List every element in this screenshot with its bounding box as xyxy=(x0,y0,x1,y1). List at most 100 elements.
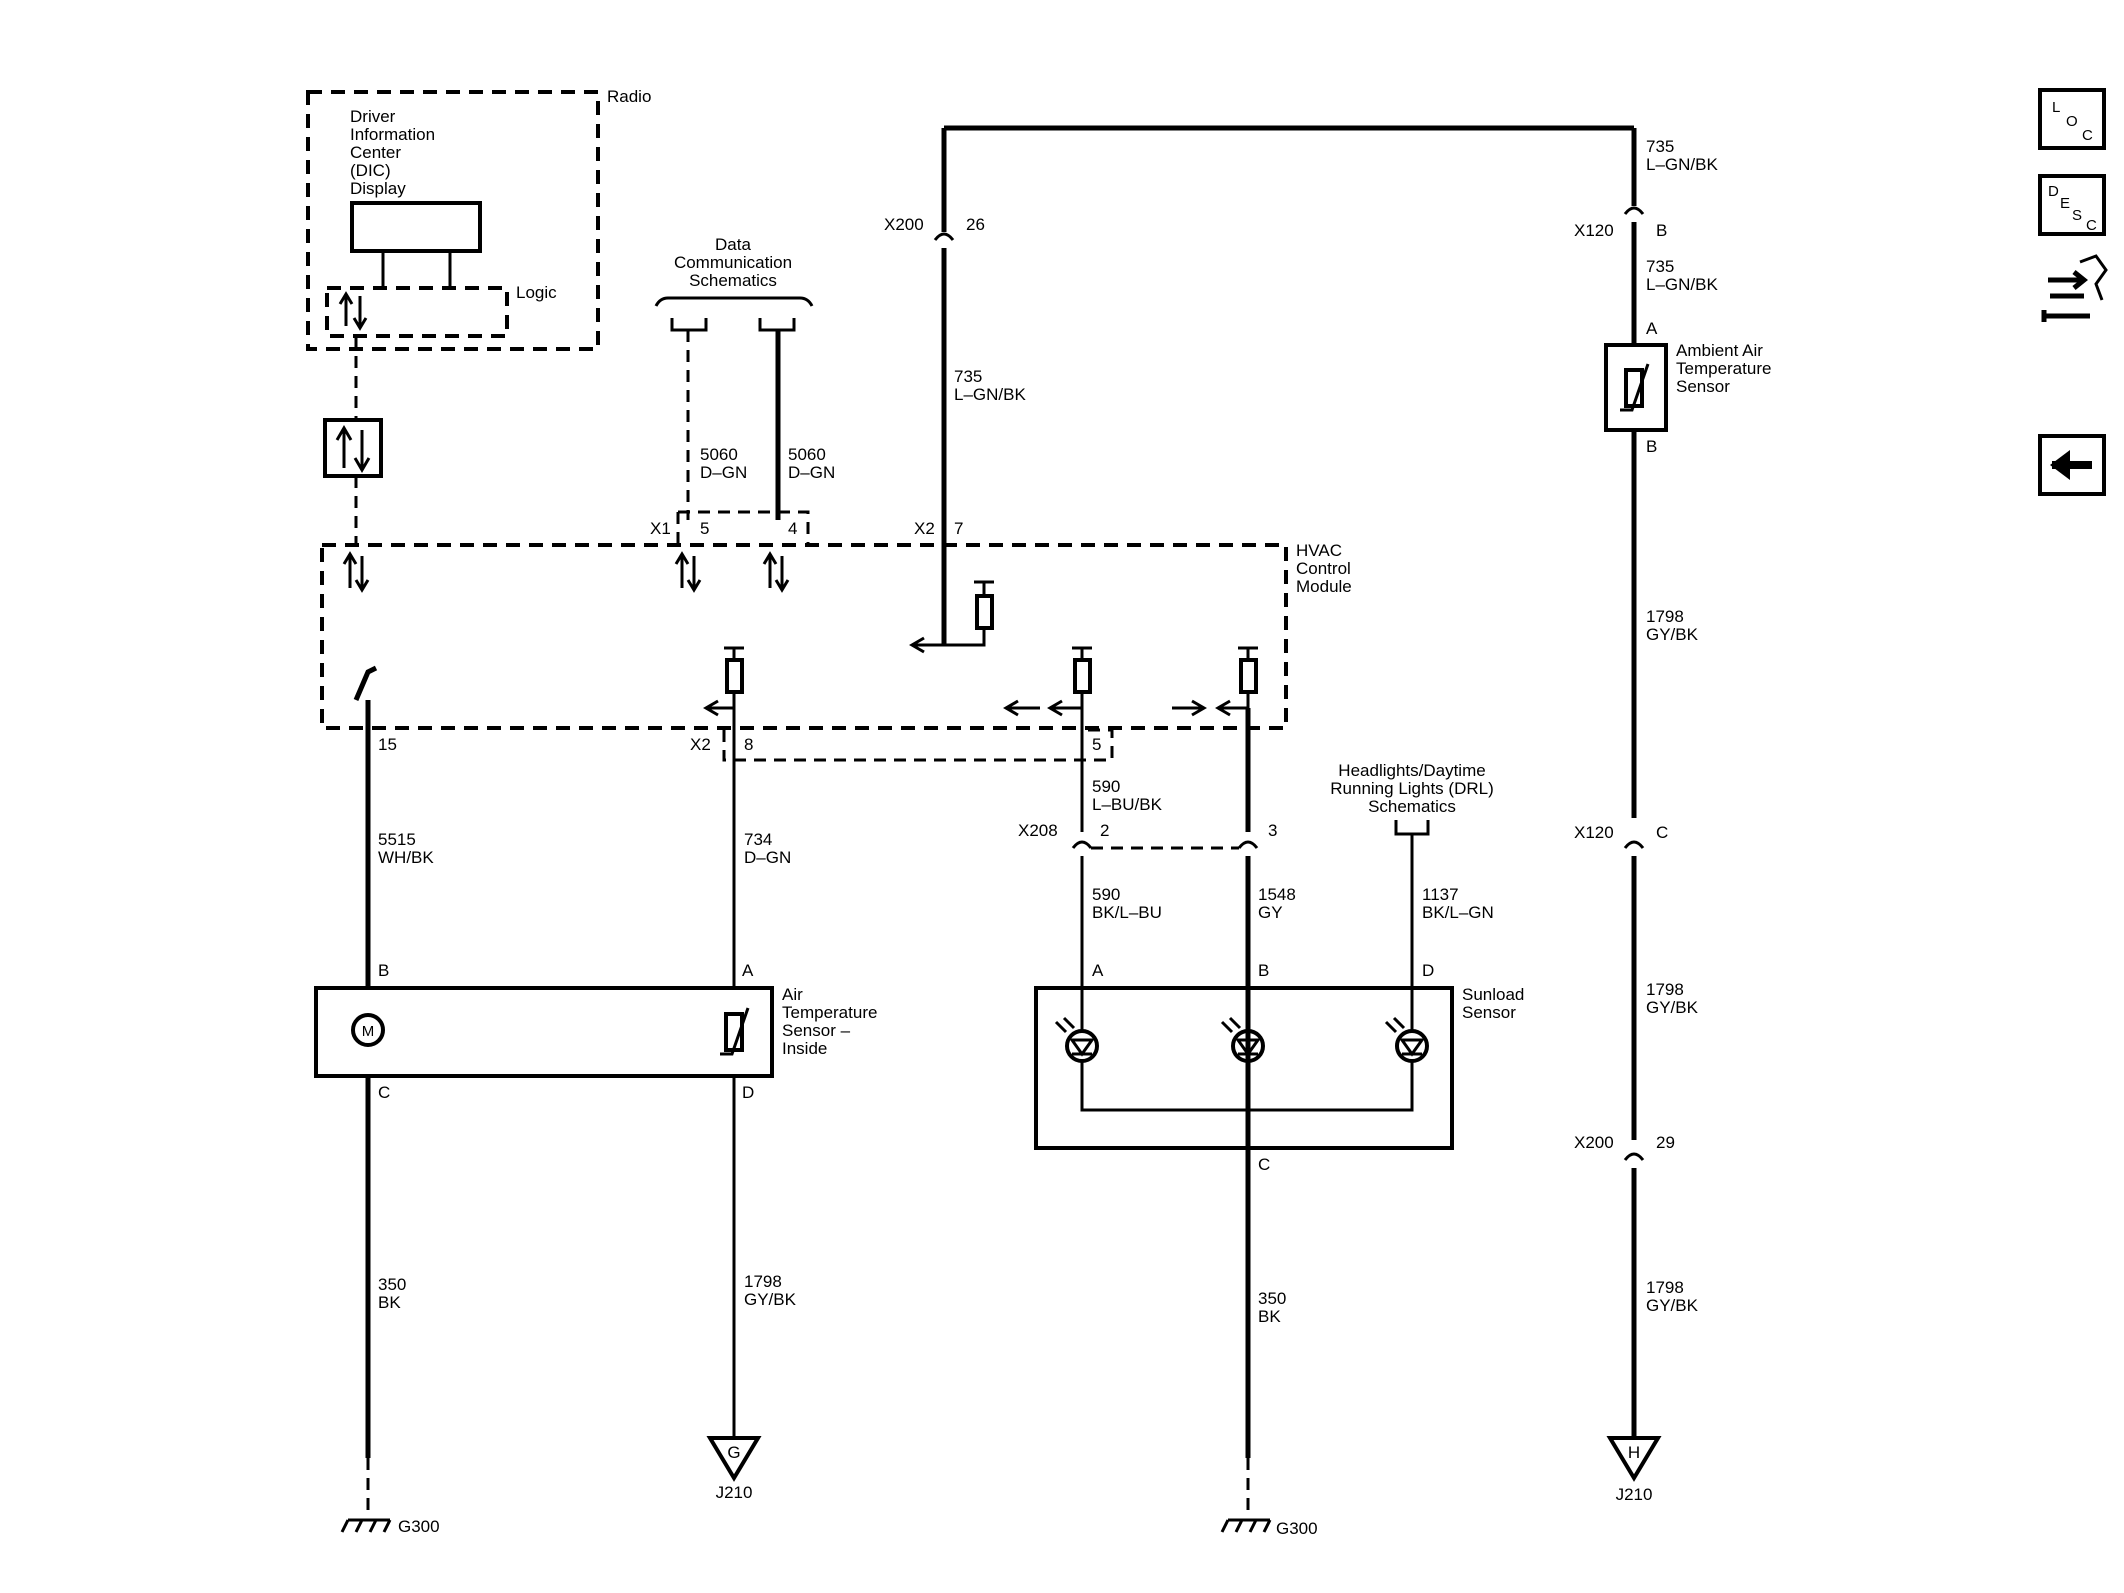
wire-350-right-num: 350 xyxy=(1258,1289,1286,1308)
x2-pin-8: 8 xyxy=(744,735,753,754)
bidirectional-arrow-icon xyxy=(674,551,702,593)
x208-label: X208 xyxy=(1018,821,1058,840)
wire-5060-left-num: 5060 xyxy=(700,445,738,464)
wire-734-num: 734 xyxy=(744,830,772,849)
wire-735-right-top-num: 735 xyxy=(1646,137,1674,156)
air-temp-pin-b: B xyxy=(378,961,389,980)
ground-icon: G300 xyxy=(1220,1518,1318,1538)
wire-735-right-2-color: L–GN/BK xyxy=(1646,275,1718,294)
sunload-pin-a: A xyxy=(1092,961,1104,980)
location-button[interactable]: L O C xyxy=(2038,88,2106,150)
x1-pin-4: 4 xyxy=(788,519,797,538)
x200-bot-label: X200 xyxy=(1574,1133,1614,1152)
bidirectional-arrow-icon xyxy=(342,551,370,593)
x120-b-label: X120 xyxy=(1574,221,1614,240)
ground-right-label: G300 xyxy=(1276,1519,1318,1538)
desc-c: C xyxy=(2086,217,2097,234)
wire-350-right-color: BK xyxy=(1258,1307,1281,1326)
x200-top-label: X200 xyxy=(884,215,924,234)
pullup-resistor-icon xyxy=(1003,646,1092,717)
sunload-pin-b: B xyxy=(1258,961,1269,980)
back-arrow-button[interactable] xyxy=(2038,434,2106,496)
bidirectional-arrow-icon xyxy=(762,551,790,593)
sunload-sensor: A B D Sunload Sensor C xyxy=(1034,961,1524,1174)
x2-top-pin: 7 xyxy=(954,519,963,538)
thermistor-icon xyxy=(720,1007,750,1056)
splice-g-letter: G xyxy=(727,1443,740,1462)
dic-display xyxy=(350,201,482,253)
photodiode-icon xyxy=(1220,1016,1265,1063)
splice-g: G J210 xyxy=(706,1436,762,1502)
headlights-line-3: Schematics xyxy=(1368,797,1456,816)
wire-1798-c-color: GY/BK xyxy=(1646,1296,1699,1315)
pullup-resistor-icon xyxy=(1172,646,1258,717)
motor-icon xyxy=(351,1013,385,1047)
ambient-line-3: Sensor xyxy=(1676,377,1730,396)
desc-d: D xyxy=(2048,183,2059,200)
wire-1137-color: BK/L–GN xyxy=(1422,903,1494,922)
wire-735-right-2-num: 735 xyxy=(1646,257,1674,276)
x2-bot-label: X2 xyxy=(690,735,711,754)
thermistor-icon xyxy=(1620,363,1650,412)
bidirectional-arrow-icon xyxy=(338,291,368,331)
wire-5515-num: 5515 xyxy=(378,830,416,849)
wire-5060-left-color: D–GN xyxy=(700,463,747,482)
wire-5060-right-num: 5060 xyxy=(788,445,826,464)
hvac-line-1: HVAC xyxy=(1296,541,1342,560)
ambient-pin-a: A xyxy=(1646,319,1658,338)
wire-590-top-num: 590 xyxy=(1092,777,1120,796)
ambient-air-temperature-sensor: A Ambient Air Temperature Sensor B xyxy=(1604,319,1771,456)
wire-1798-c-num: 1798 xyxy=(1646,1278,1684,1297)
wire-735-mid-color: L–GN/BK xyxy=(954,385,1026,404)
x120-c-pin: C xyxy=(1656,823,1668,842)
loc-l: L xyxy=(2052,99,2060,116)
wire-5060-right-color: D–GN xyxy=(788,463,835,482)
dic-line-2: Information xyxy=(350,125,435,144)
pullup-resistor-icon xyxy=(909,580,994,654)
diagnostic-tools-icon[interactable] xyxy=(2041,254,2108,322)
data-comm-line-1: Data xyxy=(715,235,751,254)
splice-h: H J210 xyxy=(1606,1436,1662,1504)
air-temp-line-2: Temperature xyxy=(782,1003,877,1022)
serial-data-box xyxy=(323,418,383,478)
x208-pin-2: 2 xyxy=(1100,821,1109,840)
sunload-pin-d: D xyxy=(1422,961,1434,980)
wire-1548-color: GY xyxy=(1258,903,1283,922)
photodiode-icon xyxy=(1054,1016,1099,1063)
x200-top-pin: 26 xyxy=(966,215,985,234)
wire-1798-b-num: 1798 xyxy=(1646,980,1684,999)
x120-b-pin: B xyxy=(1656,221,1667,240)
splice-h-letter: H xyxy=(1628,1443,1640,1462)
dic-line-3: Center xyxy=(350,143,401,162)
x200-bot-pin: 29 xyxy=(1656,1133,1675,1152)
bidirectional-arrow-icon xyxy=(335,425,371,473)
ambient-pin-b: B xyxy=(1646,437,1657,456)
photodiode-icon xyxy=(1384,1016,1429,1063)
wire-1798-a-num: 1798 xyxy=(1646,607,1684,626)
loc-c: C xyxy=(2082,127,2093,144)
hvac-line-2: Control xyxy=(1296,559,1351,578)
wire-5515-color: WH/BK xyxy=(378,848,434,867)
radio-module: Radio Driver Information Center (DIC) Di… xyxy=(306,87,651,351)
hvac-line-3: Module xyxy=(1296,577,1352,596)
x1-label: X1 xyxy=(650,519,671,538)
sunload-line-2: Sensor xyxy=(1462,1003,1516,1022)
air-temp-line-1: Air xyxy=(782,985,803,1004)
logic-label: Logic xyxy=(516,283,557,302)
air-temp-pin-a: A xyxy=(742,961,754,980)
dic-line-5: Display xyxy=(350,179,406,198)
wire-590-bot-num: 590 xyxy=(1092,885,1120,904)
loc-o: O xyxy=(2066,113,2078,130)
data-comm-line-3: Schematics xyxy=(689,271,777,290)
wire-590-bot-color: BK/L–BU xyxy=(1092,903,1162,922)
splice-g-label: J210 xyxy=(716,1483,753,1502)
wire-350-left-color: BK xyxy=(378,1293,401,1312)
x208-pin-3: 3 xyxy=(1268,821,1277,840)
air-temperature-sensor-inside: B A M Air Temperature Sensor – Inside C … xyxy=(314,961,877,1102)
wire-735-mid-num: 735 xyxy=(954,367,982,386)
air-temp-pin-d: D xyxy=(742,1083,754,1102)
description-button[interactable]: D E S C xyxy=(2038,174,2106,236)
data-comm-line-2: Communication xyxy=(674,253,792,272)
ambient-line-2: Temperature xyxy=(1676,359,1771,378)
